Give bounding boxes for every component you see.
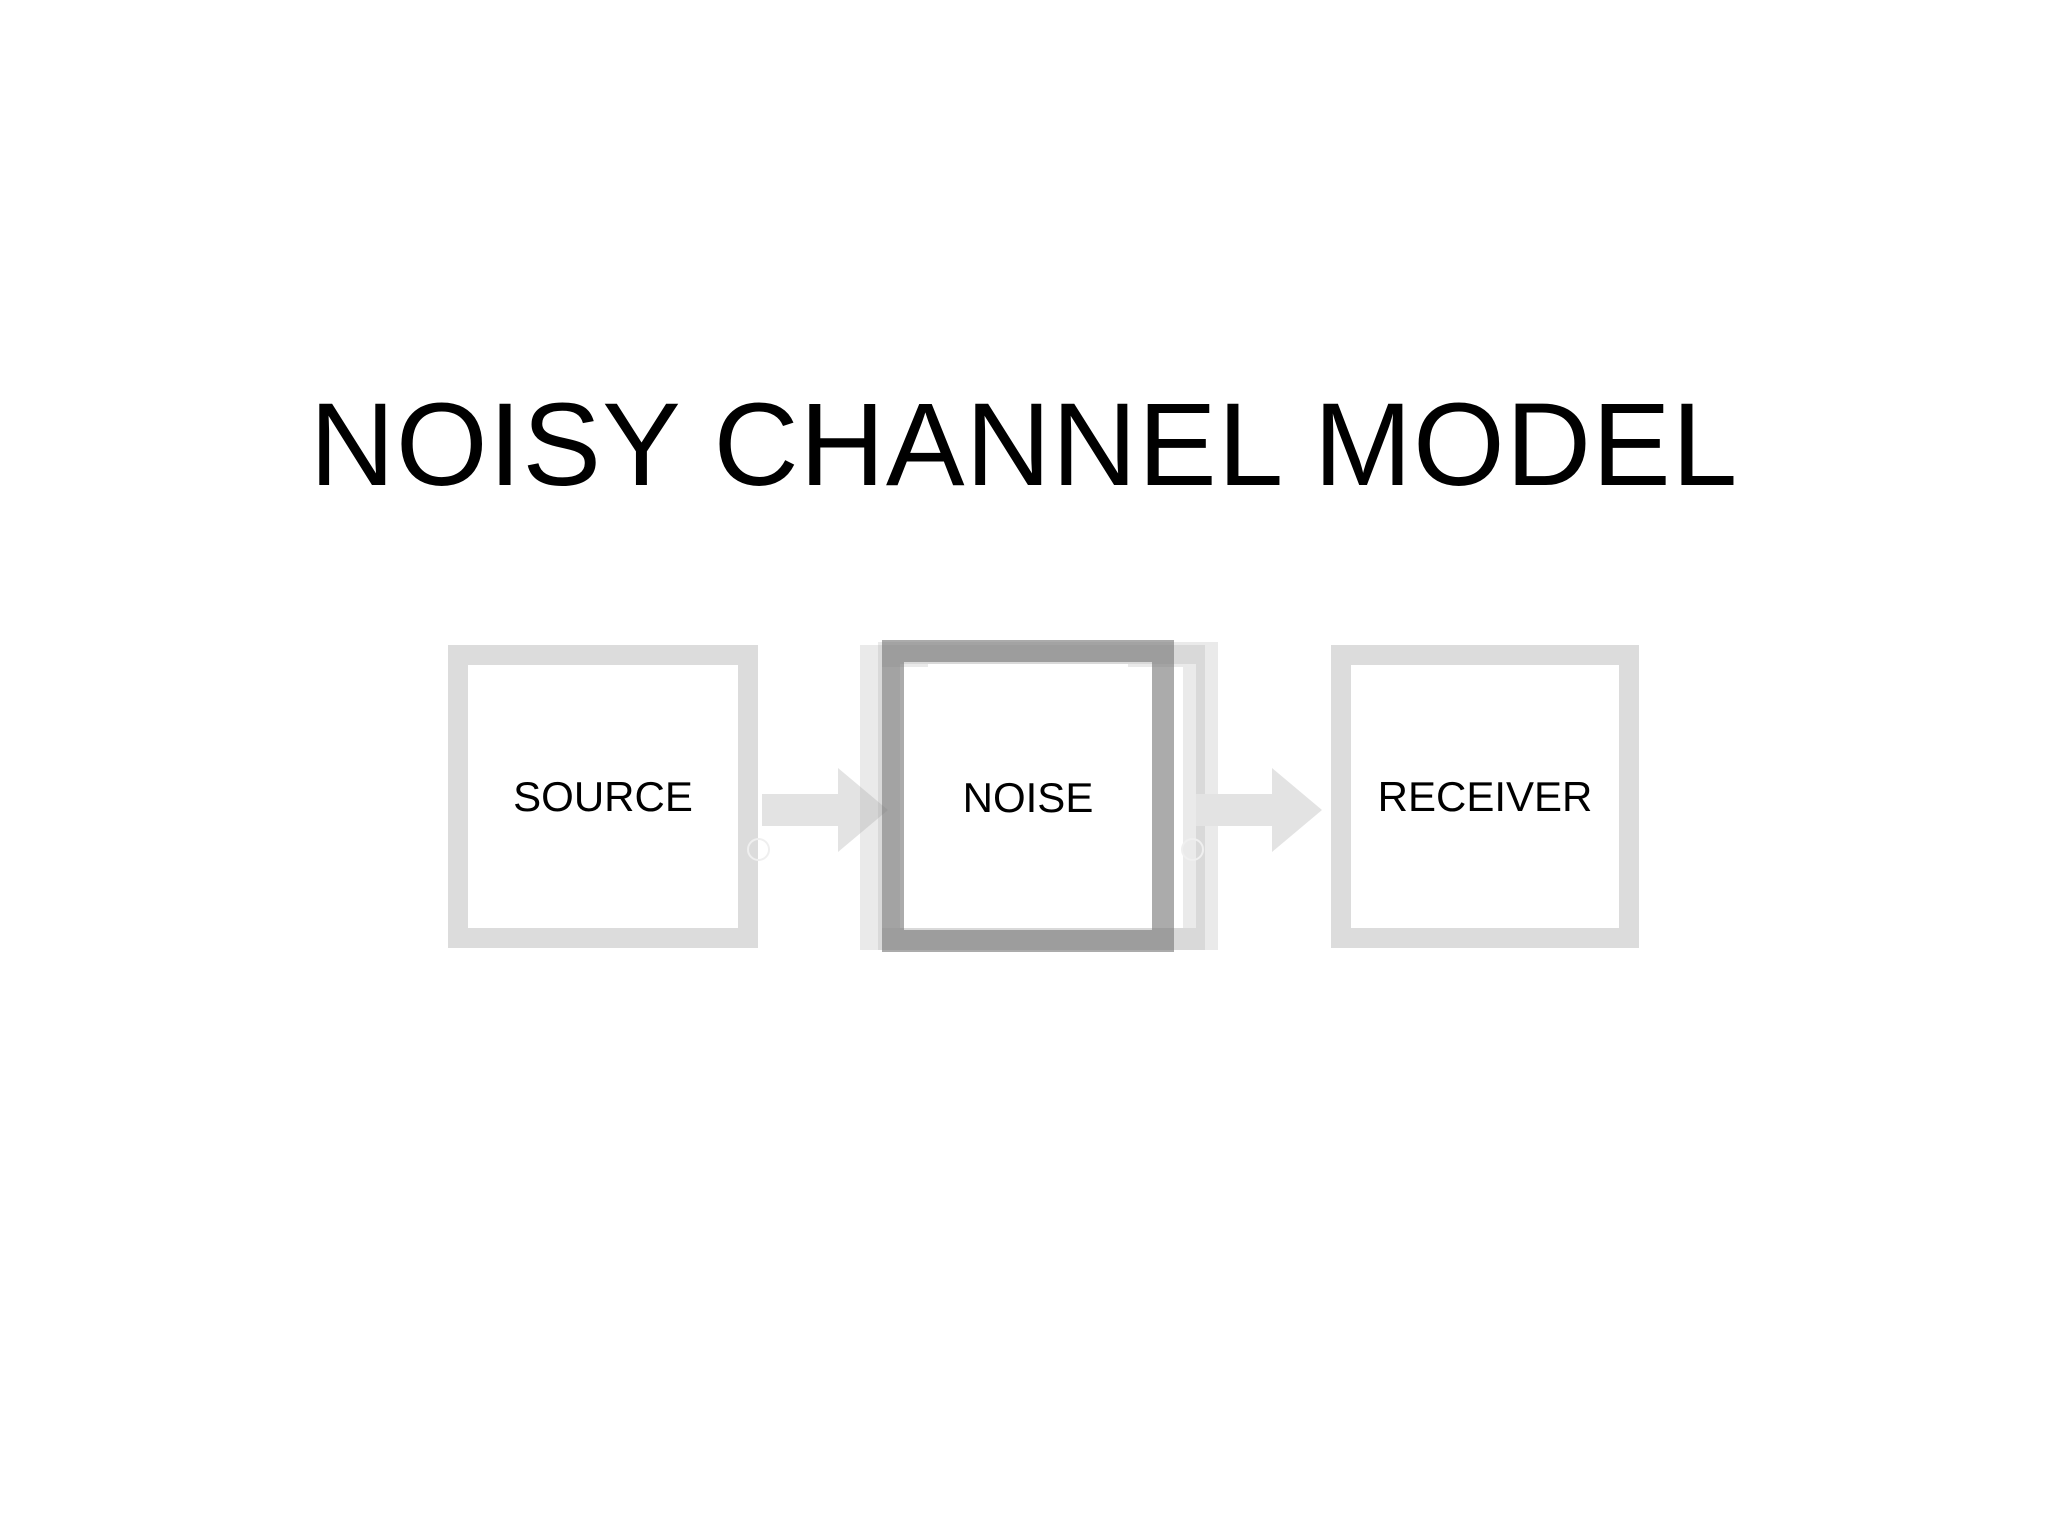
diagram-node-receiver[interactable]: RECEIVER — [1331, 645, 1639, 948]
connector-handle-icon[interactable] — [1181, 838, 1204, 861]
arrow-source-to-noise[interactable] — [762, 768, 888, 852]
diagram-node-noise[interactable]: NOISE — [860, 640, 1220, 955]
diagram-node-receiver-label: RECEIVER — [1377, 772, 1593, 820]
noise-frame-front — [882, 640, 1174, 952]
arrow-noise-to-receiver[interactable] — [1196, 768, 1322, 852]
right-arrow-icon — [762, 768, 888, 852]
diagram-node-source[interactable]: SOURCE — [448, 645, 758, 948]
diagram-node-noise-label: NOISE — [962, 773, 1094, 821]
noise-inner-plate — [928, 664, 1128, 928]
connector-handle-icon[interactable] — [747, 838, 770, 861]
right-arrow-icon — [1196, 768, 1322, 852]
page-title: NOISY CHANNEL MODEL — [309, 379, 1739, 511]
diagram-node-source-label: SOURCE — [513, 772, 693, 820]
